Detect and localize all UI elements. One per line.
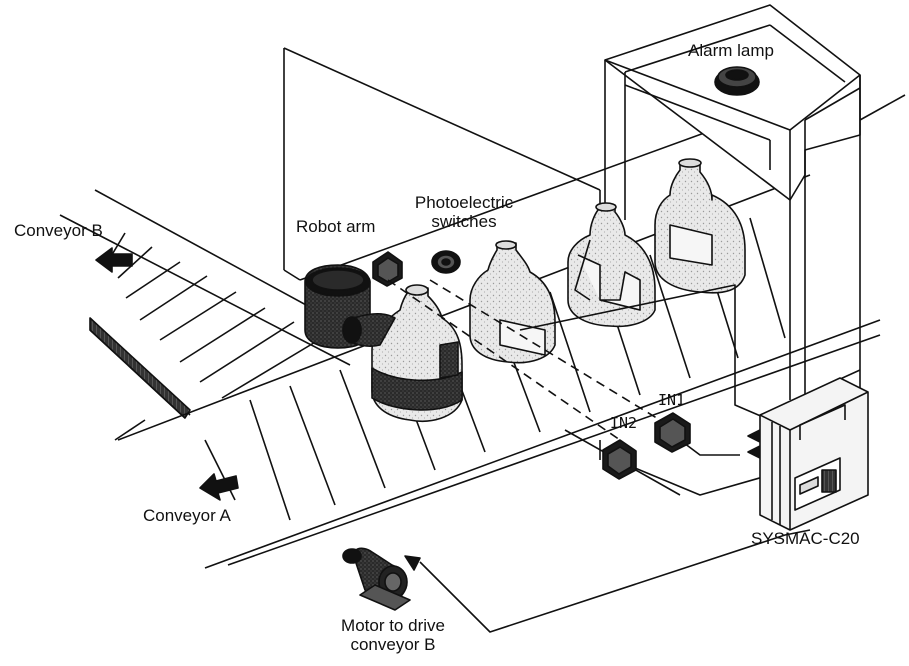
plc-input-arrow-1: [748, 430, 760, 442]
bottle-3: [568, 203, 655, 326]
conveyor-b-label: Conveyor B: [14, 222, 103, 241]
motor-wire-arrow: [405, 556, 420, 570]
photoelectric-label-line1: Photoelectric: [404, 194, 524, 213]
in1-label: IN1: [658, 392, 685, 409]
bottle-4: [655, 159, 745, 293]
motor-label: Motor to drive conveyor B: [318, 617, 468, 654]
inspection-gate: [605, 5, 905, 400]
bottle-1: [372, 285, 462, 421]
photoelectric-switch-emitter: [373, 252, 402, 286]
photoelectric-switches-label: Photoelectric switches: [404, 194, 524, 231]
sysmac-c20-controller: [760, 378, 868, 530]
conveyor-b-side-band: [90, 318, 190, 418]
plc-input-arrow-2: [748, 446, 760, 458]
in1-sensor: [655, 413, 690, 452]
photoelectric-label-line2: switches: [404, 213, 524, 232]
conveyor-a-label: Conveyor A: [143, 507, 231, 526]
alarm-lamp: [715, 67, 759, 95]
bottle-2: [470, 241, 555, 363]
in2-label: IN2: [610, 415, 637, 432]
photoelectric-switch-receiver: [432, 251, 460, 273]
alarm-lamp-label: Alarm lamp: [688, 42, 774, 61]
sysmac-c20-label: SYSMAC-C20: [751, 530, 860, 549]
motor-label-line1: Motor to drive: [318, 617, 468, 636]
robot-arm-label: Robot arm: [296, 218, 375, 237]
in2-sensor: [603, 440, 636, 479]
conveyor-b-motor: [343, 548, 410, 610]
motor-label-line2: conveyor B: [318, 636, 468, 655]
